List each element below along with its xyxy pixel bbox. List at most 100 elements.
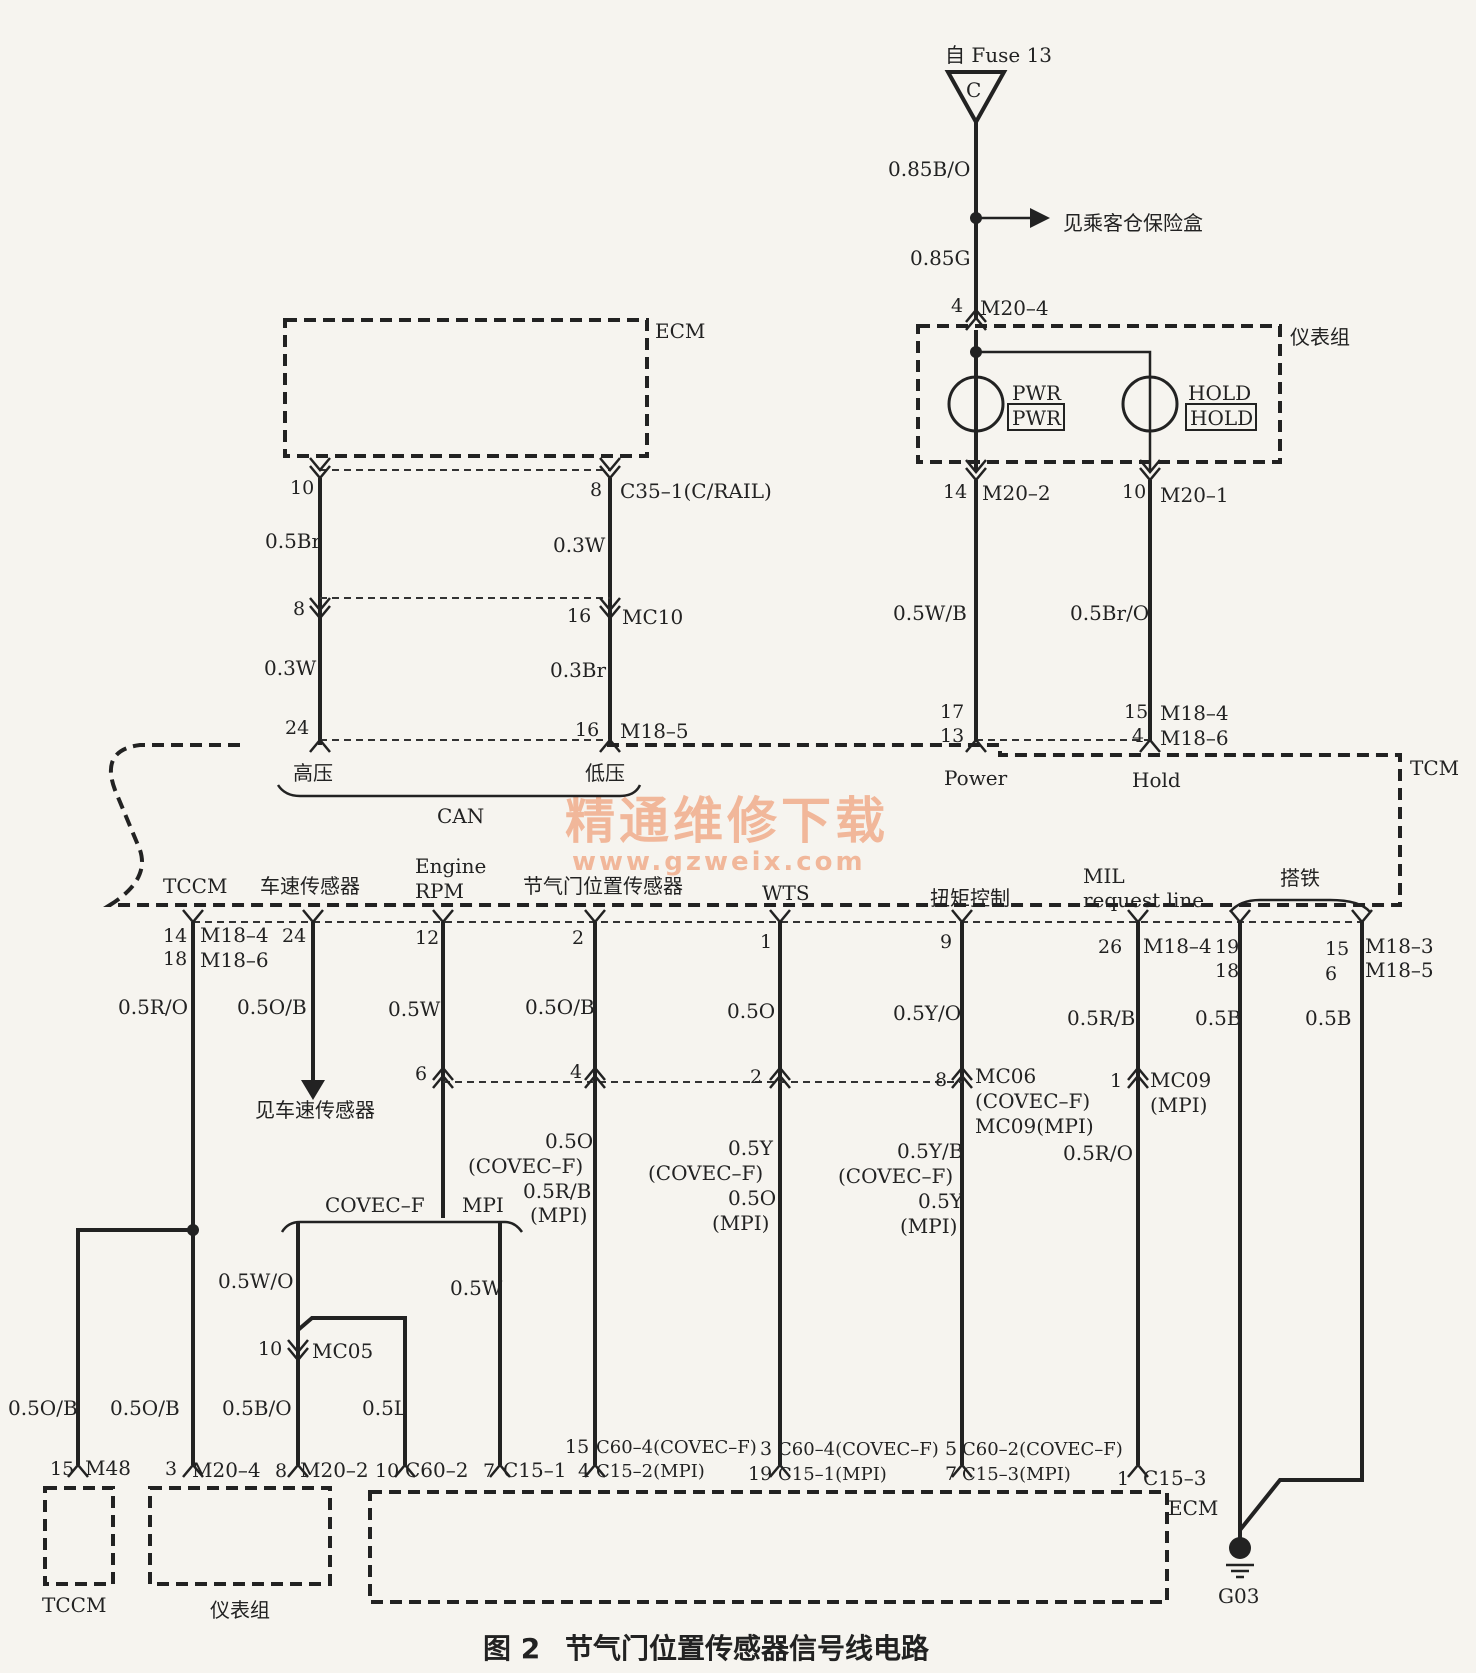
conn-m20-4b: M20–4: [192, 1458, 261, 1482]
pin: 6: [1325, 963, 1337, 985]
wire-05bro: 0.5Br/O: [1070, 601, 1149, 625]
conn-c60-4a: C60–4(COVEC–F): [596, 1437, 757, 1458]
conn-mc10: MC10: [622, 605, 683, 629]
torque-wire-c1: 0.5Y/B: [897, 1139, 963, 1163]
rpm-split-brace: [280, 1220, 524, 1233]
wire-05b1: 0.5B: [1195, 1006, 1242, 1030]
pin: 4: [578, 1460, 590, 1482]
conn-m48: M48: [85, 1456, 131, 1480]
wire-05ro2: 0.5R/O: [1063, 1141, 1133, 1165]
conn-m18-4: M18–4: [1160, 701, 1229, 725]
pin: 10: [290, 477, 314, 499]
pin: 3: [165, 1458, 177, 1480]
wire-05rb: 0.5R/B: [1067, 1006, 1135, 1030]
wire-03w: 0.3W: [553, 533, 606, 557]
can-low-label: 低压: [585, 761, 625, 785]
conn-m20-2b: M20–2: [300, 1458, 369, 1482]
pin: 10: [375, 1460, 399, 1482]
pin: 16: [575, 719, 599, 741]
wire-05ob: 0.5O/B: [237, 995, 307, 1019]
pin: 15: [1124, 701, 1148, 723]
to-fusebox: 见乘客仓保险盒: [1063, 211, 1203, 235]
mpi-label: MPI: [462, 1193, 504, 1217]
pin: 7: [945, 1463, 957, 1485]
tccm-box-label: TCCM: [42, 1593, 106, 1617]
conn-m18-6a: M18–6: [200, 948, 269, 972]
ecm-box-label: ECM: [1168, 1496, 1218, 1520]
pin: 8: [935, 1069, 947, 1091]
covecf-label: COVEC–F: [325, 1193, 425, 1217]
pin: 9: [940, 931, 952, 953]
speed-pin-label: 车速传感器: [260, 874, 360, 898]
tcm-box: [103, 743, 1402, 907]
ground-label: 搭铁: [1280, 866, 1320, 890]
watermark-url: www.gzweix.com: [572, 847, 866, 877]
pin: 4: [570, 1061, 582, 1083]
mil-label: MIL: [1083, 864, 1125, 888]
request-label: request line: [1083, 888, 1204, 912]
pin: 13: [940, 725, 964, 747]
torque-label: 扭矩控制: [930, 886, 1010, 910]
wire-05wb: 0.5W/B: [893, 601, 967, 625]
pin: 5: [945, 1438, 957, 1460]
connector-icon: [599, 457, 621, 480]
pin: 17: [940, 701, 964, 723]
mc06-mc09mpi: MC09(MPI): [975, 1114, 1094, 1138]
can-brace: [276, 784, 642, 798]
wire-05br: 0.5Br: [265, 529, 322, 553]
ecm-label-top: ECM: [655, 319, 705, 343]
ground-brace: [1229, 898, 1371, 913]
connector-icon: [287, 1339, 309, 1362]
wts-wire-b1: 0.5Y: [728, 1136, 774, 1160]
pin: 4: [1132, 725, 1144, 747]
conn-mc06: MC06: [975, 1064, 1036, 1088]
arrow-right-icon: [1030, 208, 1050, 228]
pin: 7: [483, 1460, 495, 1482]
cluster-box: [916, 324, 1282, 464]
tps-wire-a2: (COVEC–F): [468, 1154, 583, 1178]
wire-05ob2: 0.5O/B: [525, 995, 595, 1019]
torque-wire-c2: (COVEC–F): [838, 1164, 953, 1188]
connector-icon: [599, 597, 621, 620]
wire-05bo: 0.5B/O: [222, 1396, 292, 1420]
wts-wire-b3: 0.5O: [728, 1186, 776, 1210]
wire-03br: 0.3Br: [550, 658, 607, 682]
cluster-box-bottom: [148, 1486, 332, 1586]
conn-c60-2b: C60–2(COVEC–F): [962, 1439, 1123, 1460]
torque-wire-c4: (MPI): [900, 1214, 957, 1238]
hold-label: HOLD: [1188, 381, 1251, 405]
wire-05ro: 0.5R/O: [118, 995, 188, 1019]
pin: 19: [1215, 936, 1239, 958]
pin: 4: [951, 295, 963, 317]
wire-085g: 0.85G: [910, 246, 971, 270]
cluster-box-label: 仪表组: [210, 1598, 270, 1622]
power-label: Power: [944, 766, 1008, 790]
pin: 10: [258, 1338, 282, 1360]
wire-05ob4: 0.5O/B: [110, 1396, 180, 1420]
conn-c15-1b: C15–1(MPI): [778, 1464, 887, 1485]
conn-m18-3: M18–3: [1365, 934, 1434, 958]
bottom-connectors: [67, 1463, 1149, 1478]
tccm-pin-label: TCCM: [163, 874, 227, 898]
wire-05yo: 0.5Y/O: [893, 1001, 961, 1025]
wire-05l: 0.5L: [362, 1396, 407, 1420]
pin: 24: [282, 925, 306, 947]
tccm-box: [43, 1486, 115, 1586]
lamp-pwr-icon: [947, 375, 1005, 433]
wire-05wo: 0.5W/O: [218, 1269, 294, 1293]
wire-05w: 0.5W: [388, 997, 441, 1021]
watermark-cn: 精通维修下载: [565, 792, 889, 850]
torque-wire-c3: 0.5Y: [918, 1189, 964, 1213]
ecm-box-bottom: [368, 1490, 1169, 1604]
conn-m20-1: M20–1: [1160, 483, 1229, 507]
wire-05b2: 0.5B: [1305, 1006, 1352, 1030]
tps-wire-a3: 0.5R/B: [523, 1179, 591, 1203]
wire-05ob3: 0.5O/B: [8, 1396, 78, 1420]
wire-085bo: 0.85B/O: [888, 157, 970, 181]
hold-pin-label: Hold: [1132, 768, 1181, 792]
conn-c15-3b: C15–3: [1143, 1466, 1206, 1490]
tps-wire-a1: 0.5O: [545, 1129, 593, 1153]
pin: 15: [1325, 938, 1349, 960]
fuse-triangle: [944, 70, 1008, 127]
pin: 14: [163, 925, 187, 947]
